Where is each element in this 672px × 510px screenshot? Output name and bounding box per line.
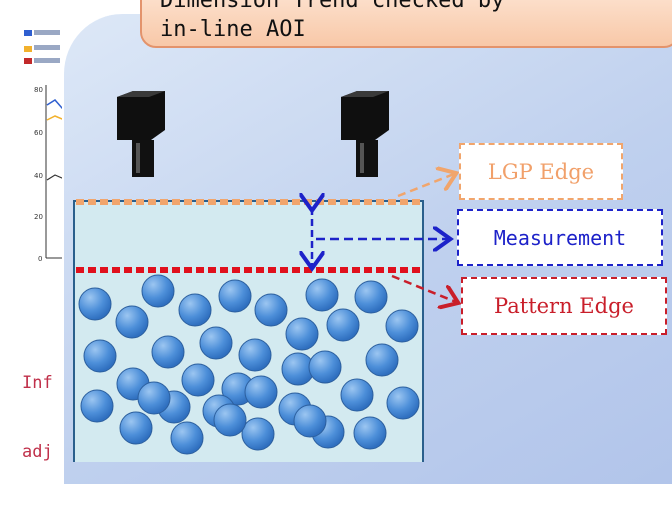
light-guide-dot (119, 411, 153, 445)
light-guide-dot (308, 350, 342, 384)
light-guide-dot (326, 308, 360, 342)
legend-text-2 (34, 45, 60, 50)
diagram-svg (73, 91, 672, 462)
pattern-edge-text: Pattern Edge (494, 294, 634, 318)
legend-swatch-1 (24, 30, 32, 36)
light-guide-dot (254, 293, 288, 327)
light-guide-dot (137, 381, 171, 415)
back-slide-text: Inf adj (22, 326, 102, 510)
callout-title-line-1: Dimension Trend checked by (160, 0, 505, 13)
back-chart-svg: 80 60 40 20 0 (24, 30, 110, 263)
callout-title-line-2: in-line AOI (160, 17, 306, 42)
pattern-edge-pointer-arrow (391, 274, 456, 302)
back-tick-40: 40 (34, 172, 43, 180)
back-tick-0: 0 (38, 255, 42, 263)
light-guide-dot (238, 338, 272, 372)
measurement-text: Measurement (493, 225, 627, 250)
light-guide-dot (353, 416, 387, 450)
callout-box (140, 0, 672, 48)
light-guide-dot (386, 386, 420, 420)
light-guide-dot (199, 326, 233, 360)
light-guide-dot (141, 274, 175, 308)
lgp-edge-pointer-arrow (397, 174, 454, 198)
back-tick-60: 60 (34, 129, 43, 137)
light-guide-dot (218, 279, 252, 313)
back-text-line-2: adj (22, 442, 53, 462)
back-tick-20: 20 (34, 213, 43, 221)
back-tick-80: 80 (34, 86, 43, 94)
lgp-edge-text: LGP Edge (487, 159, 595, 184)
legend-text-3 (34, 58, 60, 63)
back-text-line-1: Inf (22, 373, 53, 393)
light-guide-dot (305, 278, 339, 312)
light-guide-dot (385, 309, 419, 343)
light-guide-dot (365, 343, 399, 377)
light-guide-dot (241, 417, 275, 451)
legend-text-1 (34, 30, 60, 35)
legend-swatch-3 (24, 58, 32, 64)
light-guide-dot (115, 305, 149, 339)
measurement-label: Measurement (457, 209, 663, 266)
camera-icon (117, 91, 165, 177)
pattern-edge-label: Pattern Edge (461, 277, 667, 335)
light-guide-dot (285, 317, 319, 351)
light-guide-dot (178, 293, 212, 327)
light-guide-dot (151, 335, 185, 369)
light-guide-dot (354, 280, 388, 314)
light-guide-dot (181, 363, 215, 397)
lgp-edge-label: LGP Edge (459, 143, 623, 200)
light-guide-dot (244, 375, 278, 409)
light-guide-dot (340, 378, 374, 412)
light-guide-dots (78, 274, 420, 455)
camera-icon (341, 91, 389, 177)
light-guide-dot (78, 287, 112, 321)
legend-swatch-2 (24, 46, 32, 52)
slide: 80 60 40 20 0 Inf adj Dimension Trend ch… (22, 0, 672, 484)
light-guide-dot (213, 403, 247, 437)
light-guide-dot (170, 421, 204, 455)
light-guide-dot (80, 389, 114, 423)
light-guide-dot (293, 404, 327, 438)
light-guide-dot (83, 339, 117, 373)
